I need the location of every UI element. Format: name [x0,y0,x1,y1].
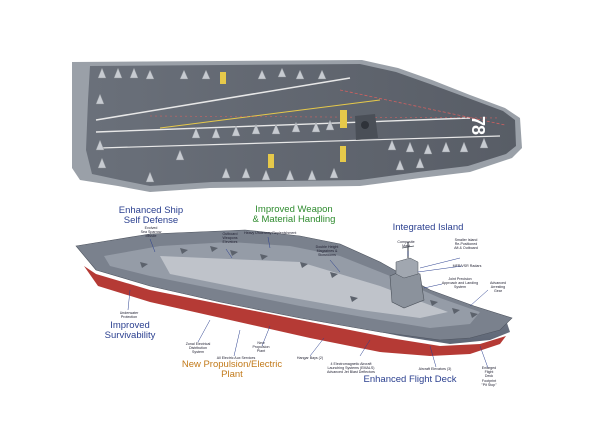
callout-emals: 4 Electromagnetic Aircraft Launching Sys… [327,362,375,375]
callout-jpals: Joint Precision Approach and Landing Sys… [441,277,479,290]
top-view-carrier [72,60,522,192]
heading-integrated-island: Integrated Island [392,222,464,233]
callout-new-propulsion-plant: New Propulsion Plant [252,341,270,354]
callout-zonal-electrical: Zonal Electrical Distribution System [185,342,211,355]
callout-double-height-magazines: Double Height Magazines & Stowrooms [315,245,339,258]
callout-composite-mast: Composite Mast [397,240,415,249]
heading-improved-weapon-handling: Improved Weapon & Material Handling [252,204,336,225]
callout-advanced-arresting-gear: Advanced Arresting Gear [490,281,506,294]
callout-unrep: Heavy Underway Replenishment [244,231,297,235]
callout-outboard-elevators: Outboard Weapons Elevators [222,232,238,245]
callout-radars: MFR/VSR Radars [452,264,482,268]
leader-lines [127,236,489,369]
heading-enhanced-self-defense: Enhanced Ship Self Defense [118,205,184,226]
perspective-carrier [75,229,513,356]
callout-underwater-protection: Underwater Protection [119,311,139,320]
callout-smaller-island: Smaller Island Re-Positioned Aft & Outbo… [454,238,478,251]
callout-hangar-bays: Hangar Bays (2) [296,356,324,360]
parked-aircraft [95,67,489,183]
island-superstructure [389,242,425,309]
hull-number: 78 [468,116,488,135]
callout-essm: Evolved Sea Sparrow Missile [140,226,162,239]
callout-all-electric-aux: All Electric Aux Services [216,356,256,360]
heading-enhanced-flight-deck: Enhanced Flight Deck [363,374,457,385]
deck-aircraft [140,246,478,318]
callout-aircraft-elevators: Aircraft Elevators (3) [418,367,452,371]
heading-improved-survivability: Improved Survivability [104,320,156,341]
callout-pit-stop: Enlarged Flight Deck Footprint "Pit Stop… [481,366,497,387]
heading-new-propulsion: New Propulsion/Electric Plant [181,359,283,380]
